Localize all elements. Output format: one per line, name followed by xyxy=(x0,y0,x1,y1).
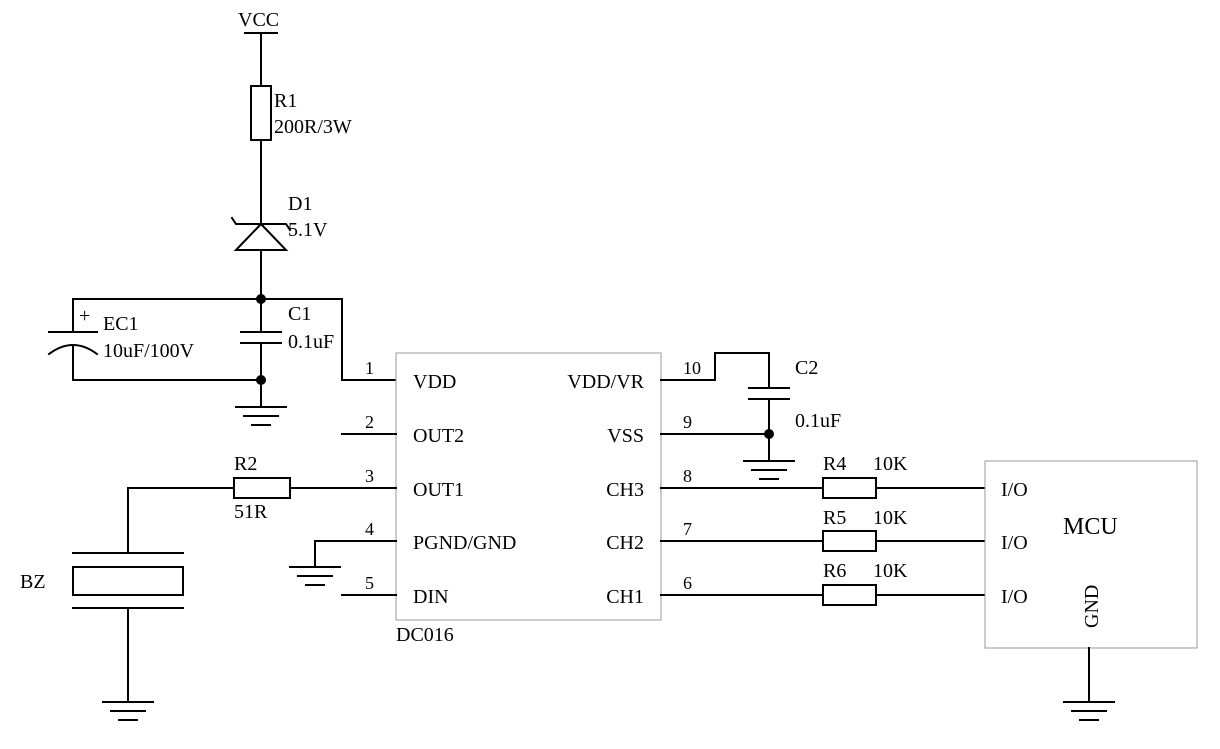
pin-number: 4 xyxy=(365,519,374,539)
r4-value: 10K xyxy=(873,453,908,475)
capacitor-c1: C1 0.1uF xyxy=(240,303,334,353)
wire-c2-top xyxy=(714,352,770,389)
resistor-r5: R5 10K xyxy=(822,507,908,552)
ground-icon xyxy=(1063,701,1115,721)
bz-ref: BZ xyxy=(20,571,46,593)
ground-icon xyxy=(289,566,341,586)
d1-bar xyxy=(230,216,292,232)
pin-number: 9 xyxy=(683,412,692,432)
pin-name: VDD xyxy=(413,371,456,393)
mcu-pin-label: I/O xyxy=(1001,479,1028,501)
ec1-value: 10uF/100V xyxy=(103,340,195,362)
buzzer-bz: BZ xyxy=(20,552,184,609)
r2-ref: R2 xyxy=(234,453,257,475)
r5-ref: R5 xyxy=(823,507,846,529)
capacitor-c2: C2 0.1uF xyxy=(748,357,841,432)
vcc-label: VCC xyxy=(238,9,279,31)
junction-vss xyxy=(764,429,774,439)
r6-ref: R6 xyxy=(823,560,846,582)
mcu-gnd-label: GND xyxy=(1081,585,1103,628)
resistor-r6: R6 10K xyxy=(822,560,908,606)
pin-name: OUT2 xyxy=(413,425,464,447)
r4-ref: R4 xyxy=(823,453,846,475)
pin-number: 3 xyxy=(365,466,374,486)
junction-gnd xyxy=(256,375,266,385)
pin-number: 10 xyxy=(683,358,701,378)
r1-ref: R1 xyxy=(274,90,297,112)
pin-name: DIN xyxy=(413,586,449,608)
r6-value: 10K xyxy=(873,560,908,582)
resistor-r1: R1 200R/3W xyxy=(250,85,352,141)
vcc-supply: VCC xyxy=(238,9,279,34)
pin-number: 2 xyxy=(365,412,374,432)
ground-icon xyxy=(102,701,154,721)
d1-value: 5.1V xyxy=(288,219,328,241)
mcu-block: MCU I/O I/O I/O GND xyxy=(984,460,1198,649)
junction-vdd xyxy=(256,294,266,304)
mcu-pin-label: I/O xyxy=(1001,586,1028,608)
wire-vdd-node xyxy=(72,298,397,381)
resistor-r2: R2 51R xyxy=(233,453,291,523)
c1-ref: C1 xyxy=(288,303,311,325)
r2-value: 51R xyxy=(234,501,268,523)
pin-name: CH3 xyxy=(606,479,644,501)
c2-value: 0.1uF xyxy=(795,410,841,432)
pin-number: 6 xyxy=(683,573,692,593)
r4-body xyxy=(822,477,877,499)
ground-icon xyxy=(235,406,287,426)
bz-body xyxy=(72,566,184,596)
pin-number: 8 xyxy=(683,466,692,486)
mcu-body xyxy=(984,460,1198,649)
mcu-name: MCU xyxy=(1063,514,1118,540)
r2-body xyxy=(233,477,291,499)
r1-body xyxy=(250,85,272,141)
c2-ref: C2 xyxy=(795,357,818,379)
pin-number: 1 xyxy=(365,358,374,378)
ic-body xyxy=(395,352,662,621)
r5-body xyxy=(822,530,877,552)
pin-name: VSS xyxy=(607,425,644,447)
d1-ref: D1 xyxy=(288,193,312,215)
pin-name: CH2 xyxy=(606,532,644,554)
zener-d1: D1 5.1V xyxy=(230,193,328,251)
r6-body xyxy=(822,584,877,606)
pin-name: CH1 xyxy=(606,586,644,608)
pin-number: 5 xyxy=(365,573,374,593)
mcu-pin-label: I/O xyxy=(1001,532,1028,554)
resistor-r4: R4 10K xyxy=(822,453,908,499)
r5-value: 10K xyxy=(873,507,908,529)
pin-name: VDD/VR xyxy=(567,371,644,393)
ic-name: DC016 xyxy=(396,624,454,646)
wire-r2-bz xyxy=(127,487,235,554)
pin-name: PGND/GND xyxy=(413,532,516,554)
ec1-polarity: + xyxy=(79,305,90,327)
pin-lead xyxy=(314,540,397,568)
pin-number: 7 xyxy=(683,519,692,539)
d1-triangle xyxy=(233,222,289,251)
pin-name: OUT1 xyxy=(413,479,464,501)
capacitor-ec1: + EC1 10uF/100V xyxy=(47,305,195,362)
r1-value: 200R/3W xyxy=(274,116,352,138)
ground-icon xyxy=(743,460,795,480)
c1-value: 0.1uF xyxy=(288,331,334,353)
ic-dc016: DC016 1 VDD 2 OUT2 3 OUT1 4 PGND/GND 5 D… xyxy=(289,352,824,646)
ec1-ref: EC1 xyxy=(103,313,139,335)
